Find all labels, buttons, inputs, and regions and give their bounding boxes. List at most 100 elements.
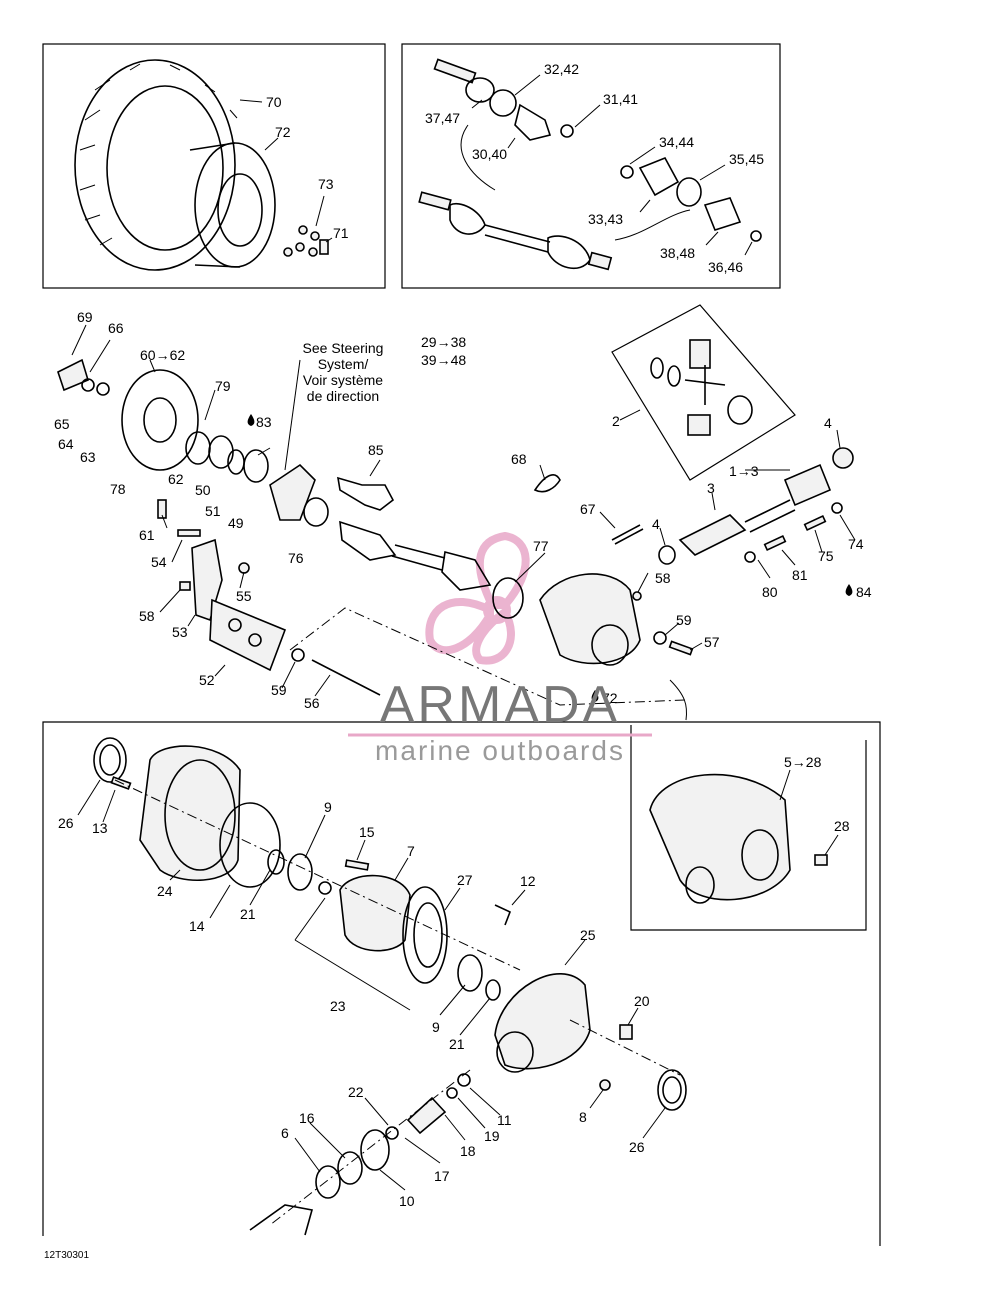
label-4-bottom: 4	[652, 516, 660, 532]
steering-reference-note: See Steering System/ Voir système de dir…	[303, 340, 384, 404]
stud-part-56	[311, 659, 381, 696]
assembly-arrow-a	[460, 124, 496, 191]
axle-assembly-drawing	[418, 191, 613, 271]
label-62: 62	[168, 471, 184, 487]
driveshaft-panel-frame	[401, 43, 781, 289]
housing-part-25	[494, 973, 591, 1073]
label-31-41: 31,41	[603, 91, 638, 107]
label-33-43: 33,43	[588, 211, 623, 227]
label-30-40: 30,40	[472, 146, 507, 162]
washer-parts-64-65	[81, 378, 110, 396]
svg-text:Voir système: Voir système	[303, 372, 383, 388]
label-17: 17	[434, 1168, 450, 1184]
label-26-right: 26	[629, 1139, 645, 1155]
label-26-left: 26	[58, 815, 74, 831]
bracket-part-53	[191, 538, 223, 622]
label-71: 71	[333, 225, 349, 241]
label-24: 24	[157, 883, 173, 899]
svg-text:29→38: 29→38	[421, 334, 466, 350]
label-12: 12	[520, 873, 536, 889]
label-84: 84	[856, 584, 872, 600]
label-6: 6	[281, 1125, 289, 1141]
label-32-42: 32,42	[544, 61, 579, 77]
o-ring-part-14	[219, 802, 281, 888]
label-1-3: 1→3	[729, 463, 759, 479]
lubricant-drop-icons	[247, 414, 853, 702]
washer-part-59-right	[653, 631, 667, 645]
label-36-46: 36,46	[708, 259, 743, 275]
label-11: 11	[497, 1112, 512, 1128]
label-38-48: 38,48	[660, 245, 695, 261]
label-77: 77	[533, 538, 549, 554]
front-drive-shaft	[339, 520, 492, 591]
label-64: 64	[58, 436, 74, 452]
label-23: 23	[330, 998, 346, 1014]
label-20: 20	[634, 993, 650, 1009]
bolt-part-54	[177, 529, 201, 537]
label-85: 85	[368, 442, 384, 458]
watermark-brand: ARMADA	[380, 676, 620, 734]
nut-part-58-right	[632, 591, 642, 601]
assembly-arrow-b	[614, 209, 691, 241]
label-56: 56	[304, 695, 320, 711]
hardware-parts-80-81-75-74	[744, 502, 843, 563]
drive-shaft-part-3	[678, 463, 832, 556]
spring-part-67	[611, 524, 644, 545]
label-78: 78	[110, 481, 126, 497]
label-80: 80	[762, 584, 778, 600]
label-34-44: 34,44	[659, 134, 694, 150]
svg-text:See Steering: See Steering	[303, 340, 384, 356]
seal-bearing-parts-62-50-51-49	[185, 431, 269, 483]
label-21-left: 21	[240, 906, 256, 922]
label-2: 2	[612, 413, 620, 429]
label-73: 73	[318, 176, 334, 192]
bracket-line-23	[294, 897, 411, 1011]
label-25: 25	[580, 927, 596, 943]
axle-shaft-upper	[433, 58, 762, 242]
label-53: 53	[172, 624, 188, 640]
label-8: 8	[579, 1109, 587, 1125]
drop-icon-84	[845, 584, 853, 596]
label-66: 66	[108, 320, 124, 336]
screw-part-8	[599, 1079, 611, 1091]
label-15: 15	[359, 824, 375, 840]
label-65: 65	[54, 416, 70, 432]
label-83: 83	[256, 414, 272, 430]
label-70: 70	[266, 94, 282, 110]
tire-part-70	[74, 59, 238, 271]
ujoint-inset-frame	[611, 304, 796, 481]
label-74: 74	[848, 536, 864, 552]
label-69: 69	[77, 309, 93, 325]
label-52: 52	[199, 672, 215, 688]
label-37-47: 37,47	[425, 110, 460, 126]
label-72: 72	[275, 124, 291, 140]
svg-text:de direction: de direction	[307, 388, 379, 404]
screw-part-20	[619, 1024, 633, 1040]
label-57: 57	[704, 634, 720, 650]
label-54: 54	[151, 554, 167, 570]
seal-part-26-left	[93, 737, 127, 783]
seal-part-77	[492, 577, 524, 619]
label-10: 10	[399, 1193, 415, 1209]
wheel-panel-frame	[42, 43, 386, 289]
label-58-right: 58	[655, 570, 671, 586]
rim-part-72	[189, 142, 276, 268]
label-14: 14	[189, 918, 205, 934]
label-13: 13	[92, 820, 108, 836]
label-3: 3	[707, 480, 715, 496]
lug-nuts-part-73	[283, 225, 320, 257]
housing-assembled-inset	[649, 773, 828, 904]
bolt-part-57	[668, 640, 694, 656]
boot-part-4-top	[832, 447, 854, 469]
label-19: 19	[484, 1128, 500, 1144]
svg-text:System/: System/	[318, 356, 369, 372]
housing-cover-part-24	[139, 745, 241, 882]
label-51: 51	[205, 503, 221, 519]
label-9-bottom: 9	[432, 1019, 440, 1035]
label-75: 75	[818, 548, 834, 564]
label-5-28: 5→28	[784, 754, 822, 770]
label-60-62: 60→62	[140, 347, 185, 363]
seal-part-26-right	[657, 1069, 687, 1111]
label-49: 49	[228, 515, 244, 531]
